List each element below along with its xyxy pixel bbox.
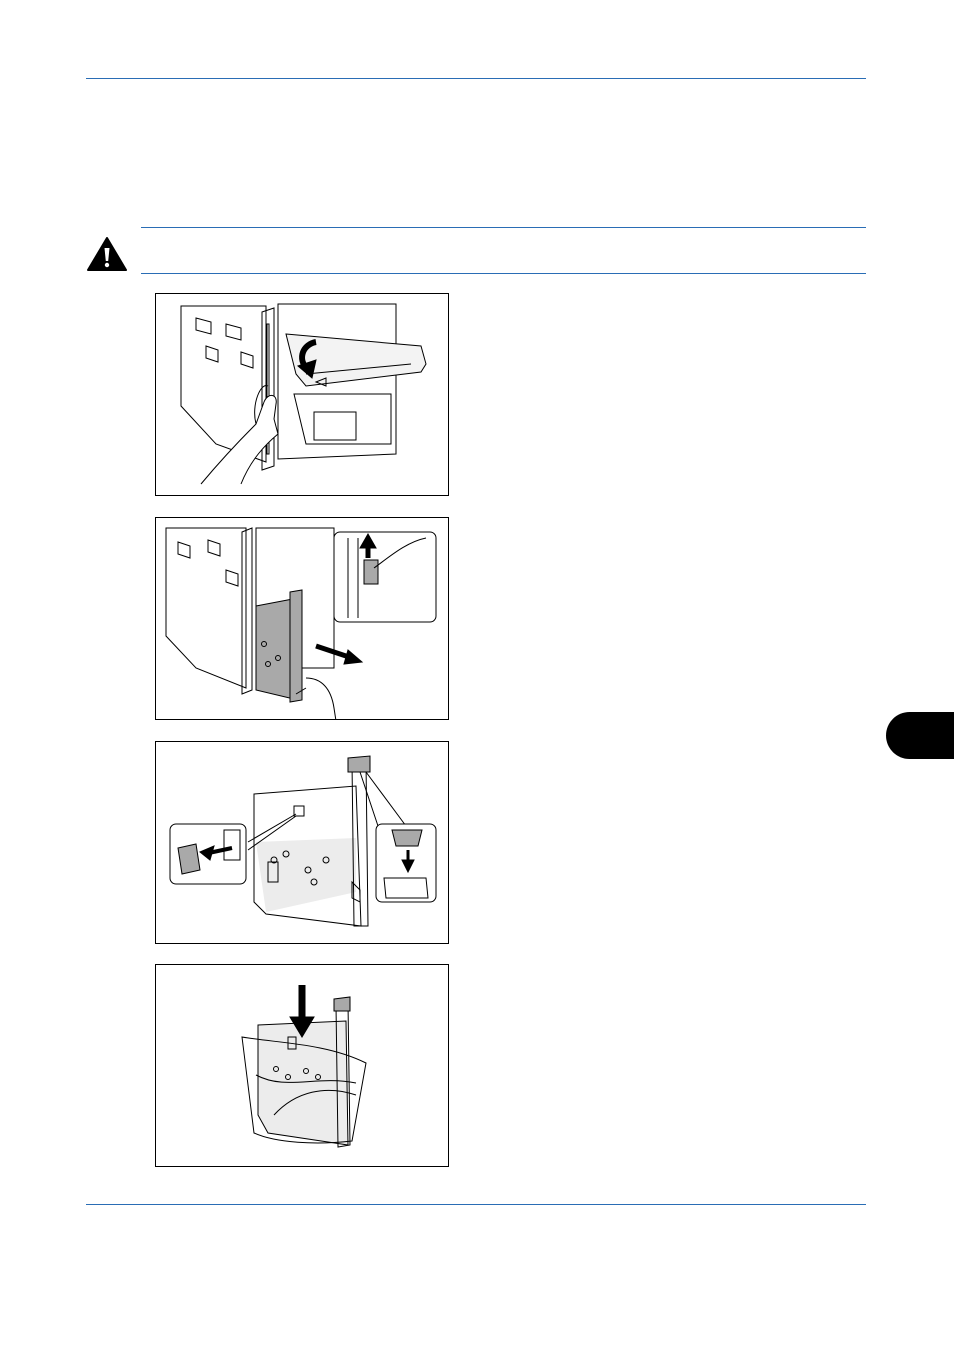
figure-cap-waste-box: [155, 741, 449, 944]
cap-waste-box-icon: [169, 755, 437, 927]
open-left-cover-icon: [180, 303, 427, 485]
chapter-tab-marker: [886, 712, 954, 759]
remove-waste-box-icon: [165, 527, 437, 719]
caution-bottom-rule: [141, 273, 866, 274]
figure-bag-waste-box: [155, 964, 449, 1167]
figure-remove-waste-box: [155, 517, 449, 720]
bag-waste-box-icon: [241, 985, 367, 1148]
figure-open-left-cover: [155, 293, 449, 496]
caution-top-rule: [141, 227, 866, 228]
footer-rule: [86, 1204, 866, 1205]
warning-triangle-icon: [86, 236, 128, 272]
header-rule: [86, 78, 866, 79]
